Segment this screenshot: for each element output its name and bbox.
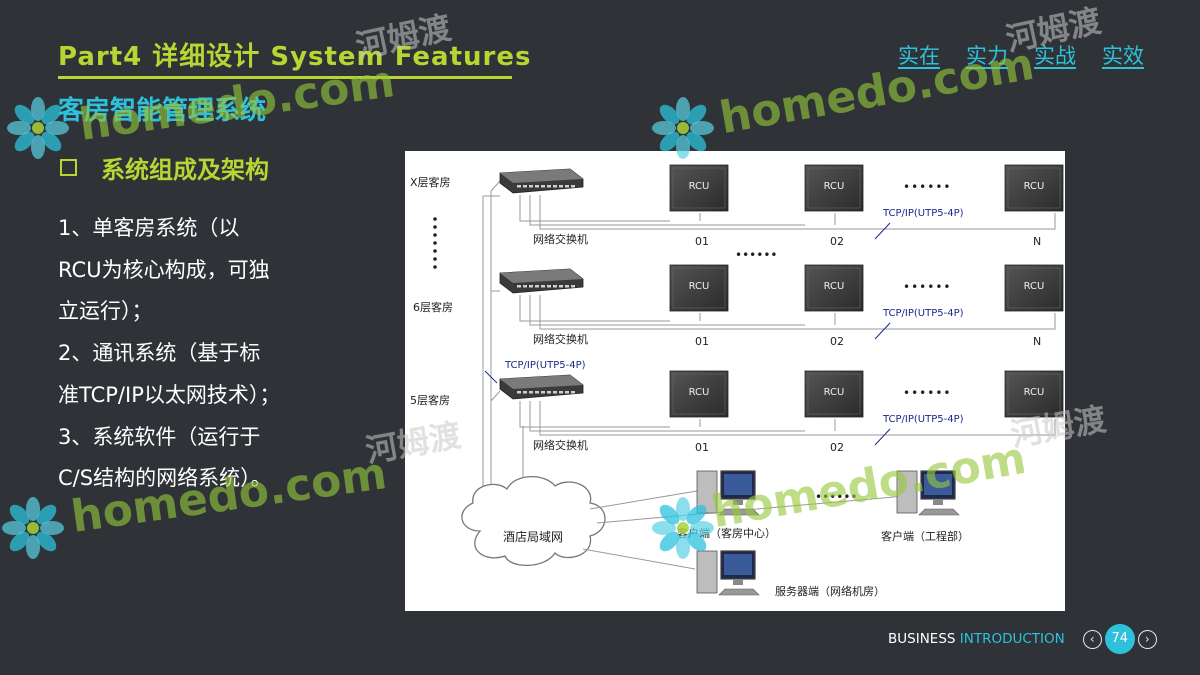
nav-link-shizhan[interactable]: 实战 bbox=[1034, 44, 1076, 68]
footer-label: BUSINESS INTRODUCTION bbox=[888, 631, 1065, 647]
server-label: 服务器端（网络机房） bbox=[775, 584, 885, 598]
description-line: 2、通讯系统（基于标 bbox=[58, 341, 261, 366]
rcu-icon: RCU bbox=[1004, 164, 1064, 212]
switch-label: 网络交换机 bbox=[533, 332, 588, 346]
rcu-label: RCU bbox=[689, 181, 710, 192]
page-number: 74 bbox=[1104, 624, 1135, 654]
uplink-label: TCP/IP(UTP5-4P) bbox=[504, 360, 586, 371]
chevron-left-icon[interactable]: ‹ bbox=[1082, 629, 1102, 649]
nav-link-shixiao[interactable]: 实效 bbox=[1102, 44, 1144, 68]
backbone-lines bbox=[482, 180, 534, 521]
network-switch-icon bbox=[499, 374, 584, 400]
description-paragraph: 1、单客房系统（以 RCU为核心构成，可独 立运行）； 2、通讯系统（基于标 准… bbox=[58, 208, 328, 500]
rcu-icon: RCU bbox=[1004, 370, 1064, 418]
rcu-label: RCU bbox=[689, 387, 710, 398]
part-title: Part4 详细设计 System Features bbox=[58, 42, 532, 72]
rcu-label: RCU bbox=[689, 281, 710, 292]
description-line: 3、系统软件（运行于 bbox=[58, 424, 261, 449]
unit-label: 02 bbox=[830, 235, 844, 248]
link-label: TCP/IP(UTP5-4P) bbox=[882, 208, 964, 219]
unit-label: N bbox=[1033, 335, 1041, 348]
rcu-label: RCU bbox=[824, 281, 845, 292]
nav-link-shili[interactable]: 实力 bbox=[966, 44, 1008, 68]
network-switch-icon bbox=[499, 168, 584, 194]
floor-label-5: 5层客房 bbox=[410, 393, 450, 407]
description-line: C/S结构的网络系统）。 bbox=[58, 466, 272, 491]
vertical-dots bbox=[433, 217, 437, 269]
rcu-icon: RCU bbox=[804, 264, 864, 312]
description-line: 立运行）； bbox=[58, 299, 153, 324]
unit-label: 02 bbox=[830, 335, 844, 348]
description-line: 准TCP/IP以太网技术）； bbox=[58, 382, 281, 407]
rcu-icon: RCU bbox=[804, 164, 864, 212]
section-heading: 系统组成及架构 bbox=[60, 150, 269, 185]
computer-icon bbox=[896, 470, 960, 516]
title-underline bbox=[58, 76, 512, 79]
rcu-label: RCU bbox=[1024, 387, 1045, 398]
rcu-label: RCU bbox=[824, 181, 845, 192]
rcu-icon: RCU bbox=[669, 370, 729, 418]
network-switch-icon bbox=[499, 268, 584, 294]
square-bullet-icon bbox=[60, 159, 77, 176]
rcu-icon: RCU bbox=[1004, 264, 1064, 312]
rcu-icon: RCU bbox=[669, 264, 729, 312]
page-subtitle: 客房智能管理系统 bbox=[58, 96, 267, 126]
floor-row: 网络交换机 RCU RCU RCU 01 02 •••••• TCP/IP(UTP5-4P) bbox=[499, 370, 1064, 454]
lan-cloud-icon bbox=[461, 475, 606, 567]
section-heading-label: 系统组成及架构 bbox=[101, 156, 269, 184]
computers bbox=[696, 470, 960, 596]
rcu-icon: RCU bbox=[804, 370, 864, 418]
footer-introduction: INTRODUCTION bbox=[959, 631, 1065, 647]
floor-label-6: 6层客房 bbox=[413, 300, 453, 314]
nav-link-shizai[interactable]: 实在 bbox=[898, 44, 940, 68]
switch-label: 网络交换机 bbox=[533, 438, 588, 452]
computer-icon bbox=[696, 550, 760, 596]
floor-label-x: X层客房 bbox=[410, 175, 451, 189]
watermark-logo-icon bbox=[2, 497, 64, 559]
unit-label: 01 bbox=[695, 335, 709, 348]
client-engineering-label: 客户端（工程部） bbox=[881, 529, 969, 543]
ellipsis: •••••• bbox=[735, 248, 777, 262]
unit-label: N bbox=[1033, 235, 1041, 248]
computer-icon bbox=[696, 470, 760, 516]
ellipsis: •••••• bbox=[815, 490, 857, 504]
link-label: TCP/IP(UTP5-4P) bbox=[882, 308, 964, 319]
description-line: 1、单客房系统（以 bbox=[58, 216, 240, 240]
chevron-right-icon[interactable]: › bbox=[1137, 629, 1157, 649]
floor-row: 网络交换机 RCU RCU RCU 01 02 N •••••• TCP/IP(UTP5-4P) bbox=[499, 264, 1064, 348]
rcu-icon: RCU bbox=[669, 164, 729, 212]
floor-row: 网络交换机 RCU RCU RCU 01 02 N •••••• TCP/IP(UTP5-4P) bbox=[499, 164, 1064, 248]
unit-label: 01 bbox=[695, 441, 709, 454]
client-guest-label: 客户端（客房中心） bbox=[677, 526, 776, 540]
rcu-label: RCU bbox=[1024, 181, 1045, 192]
lan-label: 酒店局域网 bbox=[503, 530, 563, 544]
footer: BUSINESS INTRODUCTION ‹ 74 › bbox=[888, 624, 1157, 654]
switch-label: 网络交换机 bbox=[533, 232, 588, 246]
ellipsis: •••••• bbox=[903, 280, 951, 294]
footer-business: BUSINESS bbox=[888, 631, 956, 647]
ellipsis: •••••• bbox=[903, 180, 951, 194]
unit-label: 01 bbox=[695, 235, 709, 248]
unit-label: 02 bbox=[830, 441, 844, 454]
link-label: TCP/IP(UTP5-4P) bbox=[882, 414, 964, 425]
description-line: RCU为核心构成，可独 bbox=[58, 257, 270, 282]
top-nav: 实在 实力 实战 实效 bbox=[898, 40, 1144, 70]
rcu-label: RCU bbox=[824, 387, 845, 398]
ellipsis: •••••• bbox=[903, 386, 951, 400]
rcu-label: RCU bbox=[1024, 281, 1045, 292]
